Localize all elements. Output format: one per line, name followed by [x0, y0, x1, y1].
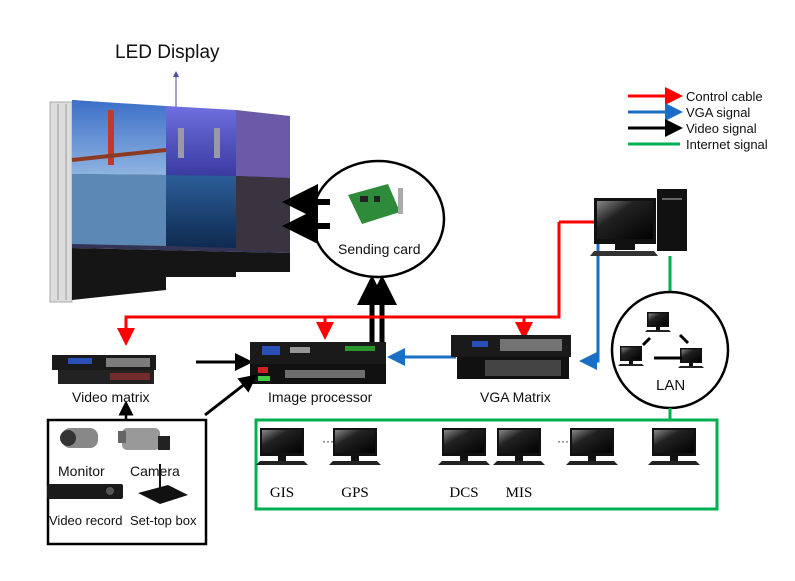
monitor-camera-icon: [60, 428, 98, 448]
ellipsis-1: ···: [322, 434, 334, 448]
vga-matrix-label: VGA Matrix: [480, 389, 551, 405]
sending-card-icon: [348, 184, 403, 224]
workstation-label: GPS: [341, 485, 369, 501]
diagram-title: LED Display: [115, 42, 220, 63]
workstation-label: MIS: [506, 485, 533, 501]
lan-label: LAN: [656, 377, 685, 394]
source-set-top-box-label: Set-top box: [130, 513, 197, 528]
set-top-box-icon: [138, 464, 188, 504]
video-arrow-sources-processor: [204, 374, 258, 417]
video-recorder-icon: [47, 484, 123, 499]
video-matrix-device: [52, 355, 156, 384]
network-workstations-box: [254, 418, 719, 511]
led-display-wall: [49, 100, 290, 303]
workstation-list: GIS GPS DCS MIS: [256, 428, 700, 501]
workstation-computer-icon: [438, 428, 490, 465]
vga-signal-pc: [579, 228, 615, 370]
workstation-computer-icon: [256, 428, 308, 465]
source-camera-label: Camera: [130, 463, 180, 479]
video-matrix-label: Video matrix: [72, 389, 150, 405]
workstation-computer-icon: [493, 428, 545, 465]
sending-card-circle: [310, 159, 446, 279]
legend-label-3: Internet signal: [686, 137, 768, 152]
workstation-computer-icon: [566, 428, 618, 465]
legend-label-2: Video signal: [686, 121, 757, 136]
legend-label-0: Control cable: [686, 89, 763, 104]
desktop-computer: [590, 189, 687, 256]
source-video-record-label: Video record: [49, 513, 122, 528]
sending-card-label: Sending card: [338, 241, 421, 257]
image-processor-device: [250, 342, 386, 384]
legend-label-1: VGA signal: [686, 105, 750, 120]
image-processor-label: Image processor: [268, 389, 373, 405]
workstation-computer-icon: [329, 428, 381, 465]
workstation-label: DCS: [449, 485, 478, 501]
source-monitor-label: Monitor: [58, 463, 105, 479]
lan-link-left: [641, 336, 652, 347]
lan-link-right: [678, 333, 690, 345]
camcorder-icon: [118, 428, 170, 450]
workstation-computer-icon: [648, 428, 700, 465]
control-cable-main: [117, 222, 561, 346]
workstation-label: GIS: [270, 485, 294, 501]
ellipsis-2: ···: [557, 434, 569, 448]
vga-matrix-device: [451, 335, 571, 379]
